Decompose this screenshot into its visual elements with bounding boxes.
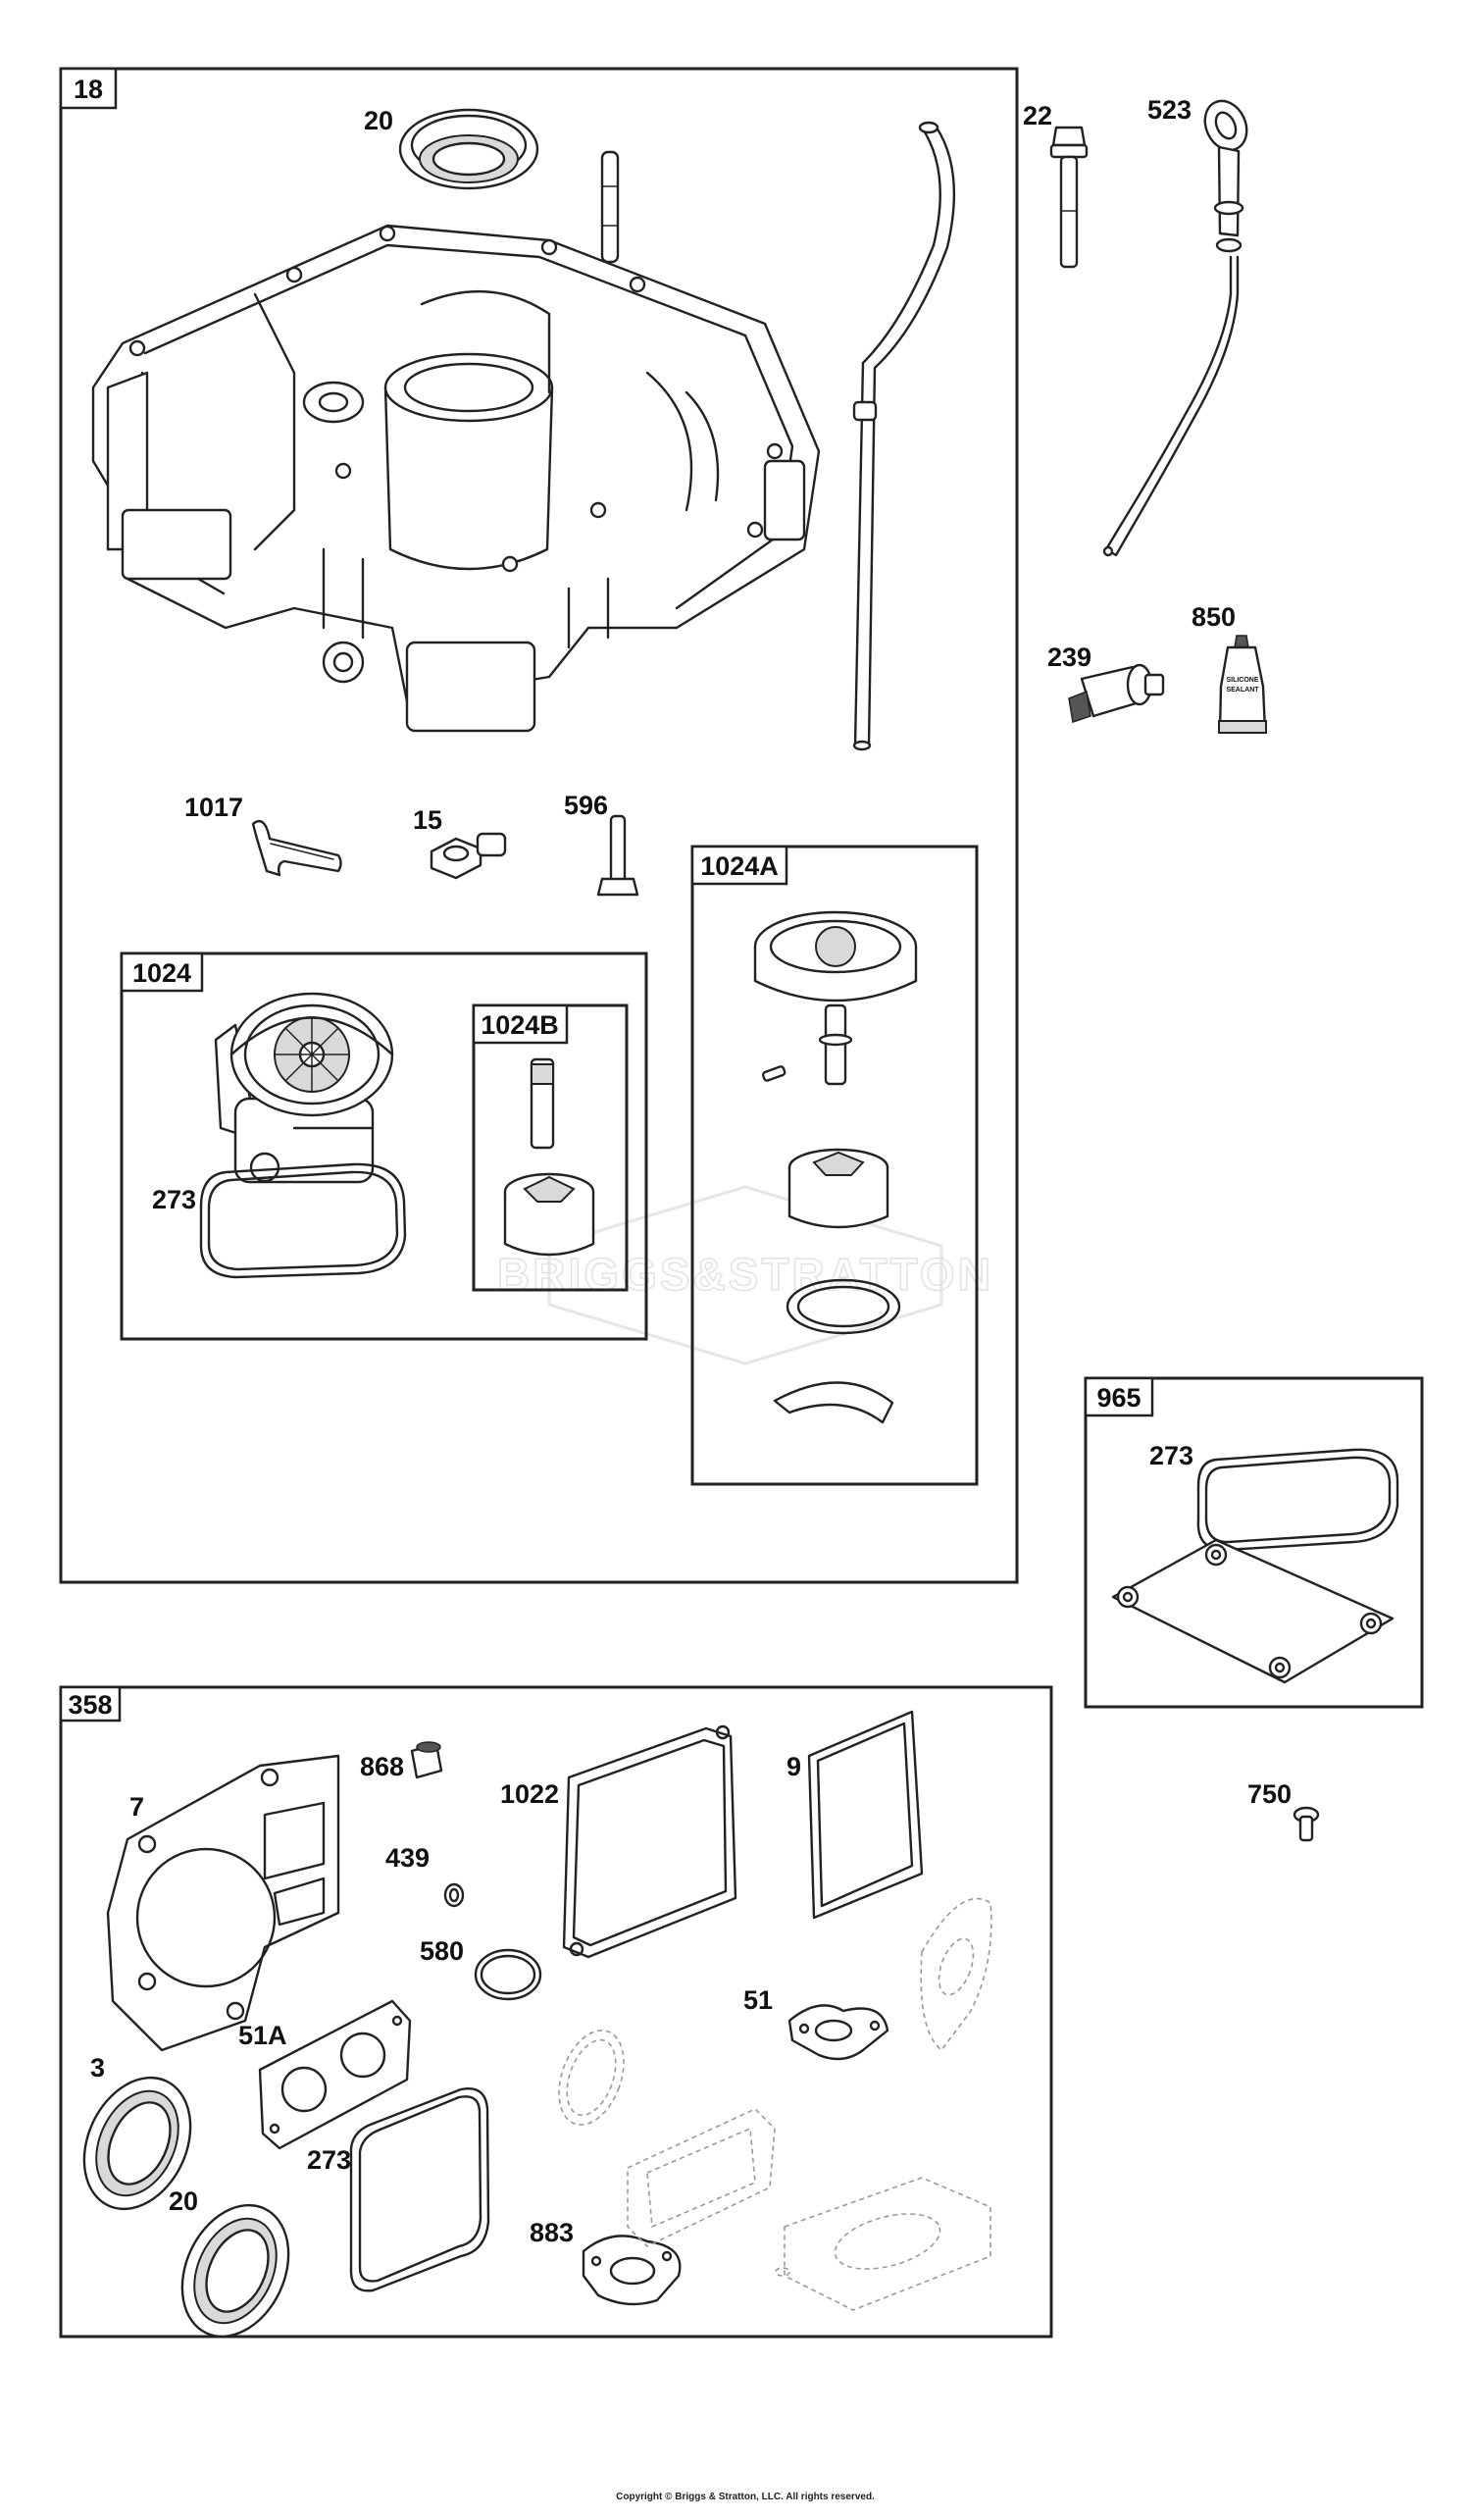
box-18-frame	[59, 67, 1019, 1584]
label-51: 51	[743, 1985, 773, 2015]
label-3: 3	[90, 2053, 105, 2083]
box-1024A-tag	[690, 845, 788, 886]
box-358-frame	[59, 1685, 1053, 2339]
label-273-box-358: 273	[307, 2145, 351, 2175]
label-15: 15	[413, 805, 442, 835]
pump-rotor-1024A	[787, 1148, 889, 1229]
retaining-ring-1024A	[773, 1381, 894, 1424]
o-ring-580	[474, 1948, 542, 2001]
washer-439	[443, 1882, 465, 1908]
box-1024A-frame	[690, 845, 979, 1486]
box-1024-label: 1024	[132, 958, 191, 988]
box-965-tag	[1084, 1376, 1154, 1417]
label-51A: 51A	[238, 2021, 287, 2050]
o-ring-gasket-273-box-965	[1196, 1448, 1399, 1552]
dipstick-tube	[852, 121, 956, 751]
sealant-label-line1: SILICONE	[1226, 677, 1258, 684]
head-gasket-7	[106, 1754, 340, 2052]
exhaust-gasket-51A	[258, 1999, 412, 2150]
drive-pin-1024A	[761, 1065, 786, 1082]
gasket-883	[582, 2235, 682, 2306]
label-239: 239	[1047, 643, 1091, 672]
rocker-cover-gasket-1022	[562, 1724, 737, 1959]
watermark-text: BRIGGS&STRATTON	[497, 1249, 993, 1300]
copyright-notice: Copyright © Briggs & Stratton, LLC. All …	[616, 2492, 875, 2502]
box-1024-frame	[120, 951, 648, 1341]
label-580: 580	[420, 1936, 464, 1966]
sealant-label-line2: SEALANT	[1226, 687, 1259, 694]
cover-plate-965	[1111, 1538, 1395, 1684]
briggs-stratton-watermark: BRIGGS&STRATTON	[496, 1185, 993, 1365]
drain-plug-15	[430, 832, 507, 880]
screw-750	[1293, 1806, 1320, 1842]
label-883: 883	[530, 2218, 574, 2247]
label-20: 20	[364, 106, 393, 135]
oil-pressure-switch-239	[1068, 663, 1165, 723]
label-273-box-1024: 273	[152, 1185, 196, 1214]
label-850: 850	[1192, 602, 1236, 632]
label-9: 9	[786, 1752, 801, 1781]
label-273-box-965: 273	[1149, 1441, 1193, 1470]
oil-seal-20-box-358	[180, 2203, 290, 2339]
label-22: 22	[1023, 101, 1052, 130]
oil-seal-3	[82, 2076, 192, 2211]
oil-pump-assembly-1024	[214, 992, 394, 1184]
reference-gaskets-dashed	[558, 1897, 992, 2311]
box-358-tag	[59, 1685, 122, 1723]
clip-1017	[251, 819, 342, 877]
box-965-frame	[1084, 1376, 1424, 1709]
box-18-tag	[59, 67, 118, 110]
box-358-label: 358	[68, 1690, 112, 1720]
intake-gasket-51	[787, 2004, 889, 2061]
box-1024B-label: 1024B	[481, 1010, 559, 1040]
box-1024A-label: 1024A	[700, 851, 779, 881]
label-523: 523	[1147, 95, 1192, 125]
o-ring-gasket-273-box-358	[349, 2087, 490, 2292]
dipstick-523	[1102, 99, 1248, 557]
pump-shaft-1024B	[530, 1057, 555, 1150]
dowel-pin	[600, 150, 620, 264]
valve-seal-868	[410, 1741, 443, 1779]
label-7: 7	[129, 1792, 144, 1822]
washer-1024A	[786, 1278, 901, 1335]
label-750: 750	[1247, 1779, 1292, 1809]
bolt-596	[596, 814, 639, 897]
label-1017: 1017	[184, 793, 243, 822]
label-868: 868	[360, 1752, 404, 1781]
box-1024-tag	[120, 951, 204, 993]
gasket-9	[807, 1710, 924, 1920]
silicone-sealant-tube-850: SILICONE SEALANT	[1218, 635, 1267, 734]
o-ring-gasket-273-box-1024	[199, 1162, 407, 1279]
crankcase-sump	[91, 224, 821, 733]
pump-gear-1024A	[753, 910, 918, 1086]
box-18-label: 18	[74, 75, 103, 104]
box-1024B-tag	[472, 1003, 569, 1045]
label-20-box-358: 20	[169, 2186, 198, 2216]
label-1022: 1022	[500, 1779, 559, 1809]
pump-rotor-1024B	[503, 1172, 595, 1257]
label-439: 439	[385, 1843, 430, 1873]
oil-seal-20	[398, 108, 539, 190]
label-596: 596	[564, 791, 608, 820]
bolt-22	[1049, 126, 1089, 269]
box-965-label: 965	[1096, 1383, 1141, 1413]
